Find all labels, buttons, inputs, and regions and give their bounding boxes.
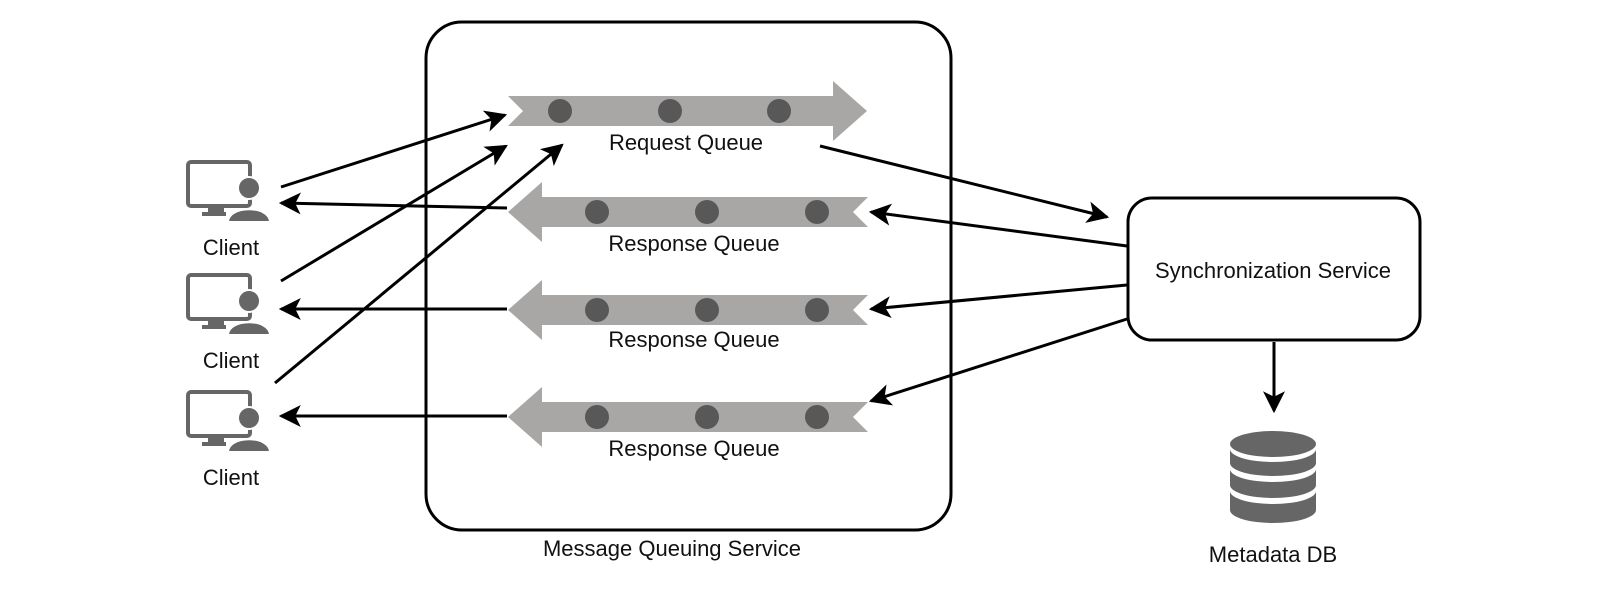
response-queue-message-dot bbox=[695, 298, 719, 322]
request-queue-message-dot bbox=[548, 99, 572, 123]
response-queue-to-client-arrow bbox=[278, 192, 508, 215]
client-to-request-queue-arrow bbox=[280, 144, 508, 283]
client-2: Client bbox=[186, 273, 272, 373]
sync-service-to-response-queue-arrow bbox=[868, 283, 1128, 319]
response-queue-message-dot bbox=[585, 200, 609, 224]
request-queue-label: Request Queue bbox=[609, 130, 763, 155]
response-queue-label: Response Queue bbox=[608, 436, 779, 461]
response-queue-message-dot bbox=[805, 200, 829, 224]
response-queue-message-dot bbox=[585, 298, 609, 322]
client-to-request-queue-arrow bbox=[280, 110, 508, 189]
response-queue-label: Response Queue bbox=[608, 327, 779, 352]
request-queue-message-dot bbox=[767, 99, 791, 123]
response-queue: Response Queue bbox=[508, 182, 868, 256]
client-computer-user-icon bbox=[186, 160, 272, 223]
client-label: Client bbox=[203, 348, 259, 373]
client-to-request-queue-arrow bbox=[274, 143, 564, 385]
response-queue-arrow-shape bbox=[508, 387, 868, 447]
client-computer-user-icon bbox=[186, 390, 272, 453]
response-queue-message-dot bbox=[805, 298, 829, 322]
client-label: Client bbox=[203, 235, 259, 260]
request-queue-arrow-shape bbox=[508, 81, 867, 141]
sync-service-to-response-queue-arrow bbox=[868, 317, 1128, 406]
message-queuing-service-label: Message Queuing Service bbox=[543, 536, 801, 561]
response-queue-message-dot bbox=[695, 200, 719, 224]
response-queue: Response Queue bbox=[508, 387, 868, 461]
synchronization-service-box bbox=[1126, 196, 1422, 342]
synchronization-service-label: Synchronization Service bbox=[1155, 258, 1391, 283]
response-queue: Response Queue bbox=[508, 280, 868, 352]
request-queue-to-sync-service-arrow bbox=[819, 144, 1110, 223]
response-queue-label: Response Queue bbox=[608, 231, 779, 256]
response-queue-message-dot bbox=[585, 405, 609, 429]
message-queuing-service-box bbox=[424, 20, 953, 532]
response-queue-message-dot bbox=[805, 405, 829, 429]
response-queue-arrow-shape bbox=[508, 280, 868, 340]
request-queue-message-dot bbox=[658, 99, 682, 123]
response-queue-arrow-shape bbox=[508, 182, 868, 242]
response-queue-message-dot bbox=[695, 405, 719, 429]
database-icon bbox=[1230, 431, 1316, 523]
request-queue: Request Queue bbox=[508, 81, 867, 155]
client-1: Client bbox=[186, 160, 272, 260]
sync-service-to-response-queue-arrow bbox=[868, 203, 1128, 248]
client-computer-user-icon bbox=[186, 273, 272, 336]
client-label: Client bbox=[203, 465, 259, 490]
metadata-db-label: Metadata DB bbox=[1209, 542, 1337, 567]
client-3: Client bbox=[186, 390, 272, 490]
